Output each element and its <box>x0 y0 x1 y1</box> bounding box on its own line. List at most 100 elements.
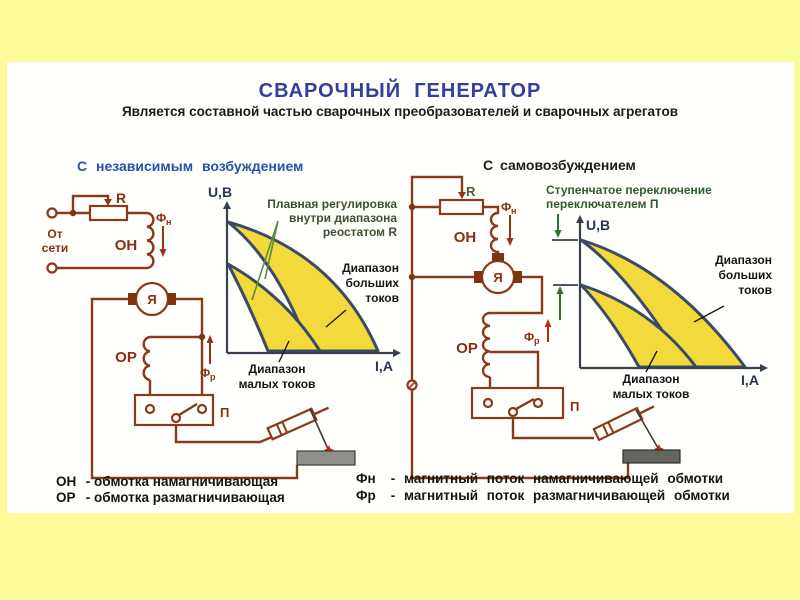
small-range-line: малых токов <box>613 387 690 401</box>
mains-label-line1: От <box>47 227 62 241</box>
demagnetizing-winding-label: ОР <box>456 340 478 357</box>
junction-dot <box>408 203 416 211</box>
slide-subtitle: Является составной частью сварочных прео… <box>121 104 679 119</box>
big-range-label: Диапазон больших токов <box>715 253 772 297</box>
legend-desc: обмотка размагничивающая <box>94 490 285 505</box>
demagnetizing-winding-label: ОР <box>115 349 137 366</box>
armature-brush <box>128 293 136 305</box>
small-current-fan <box>226 262 322 353</box>
switch-lever <box>178 402 198 417</box>
small-range-label: Диапазон малых токов <box>239 362 316 391</box>
step-arrow-up-head <box>556 286 564 294</box>
switch-terminal <box>532 397 544 409</box>
switch-label: П <box>220 405 229 420</box>
electrode-holder <box>592 405 655 442</box>
small-range-leader-line <box>645 350 658 373</box>
y-axis-label: U,B <box>208 184 232 200</box>
mains-terminal <box>46 262 58 274</box>
switch-terminal <box>196 403 208 415</box>
switch-terminal <box>144 403 156 415</box>
legend-desc: магнитный поток размагничивающей обмотки <box>404 488 730 503</box>
y-axis-arrowhead <box>223 201 231 209</box>
switching-note: Ступенчатое переключение переключателем … <box>546 183 712 211</box>
magnetizing-winding-label: ОН <box>454 229 477 246</box>
legend-dash: - <box>390 488 396 503</box>
workpiece <box>296 450 356 466</box>
armature-label: Я <box>147 292 156 307</box>
left-graph: U,B I,A Плавная регулировка внутри диапа… <box>208 184 401 391</box>
rheostat-slider-arrow <box>458 192 466 199</box>
magnetizing-winding-label: ОН <box>115 237 138 254</box>
big-range-line: токов <box>738 283 772 297</box>
big-range-label: Диапазон больших токов <box>342 261 399 305</box>
regulation-note-line: Плавная регулировка <box>267 197 397 211</box>
small-range-label: Диапазон малых токов <box>613 372 690 401</box>
mains-terminal <box>46 207 58 219</box>
rail-connector-tick <box>407 380 417 390</box>
small-range-line: Диапазон <box>623 372 680 386</box>
switching-note-line: Ступенчатое переключение <box>546 183 712 197</box>
rheostat-label: R <box>116 190 126 206</box>
legend-term: ОР <box>56 490 76 505</box>
junction-dot <box>69 209 77 217</box>
legend-dash: - <box>85 490 91 505</box>
x-axis-label: I,A <box>375 358 393 374</box>
right-circuit: R ОН Ф н Я ОР Ф р П <box>406 175 681 480</box>
switch-label: П <box>570 399 579 414</box>
regulation-note: Плавная регулировка внутри диапазона рео… <box>267 197 397 239</box>
legend-desc: магнитный поток намагничивающей обмотки <box>404 471 724 486</box>
step-tick <box>552 239 578 286</box>
rheostat <box>88 204 129 222</box>
flux-r-arrowhead <box>544 319 552 327</box>
legend-desc: обмотка намагничивающая <box>94 474 279 489</box>
electrode <box>309 408 329 450</box>
big-range-leader-line <box>325 309 347 328</box>
switch-terminal <box>482 397 494 409</box>
flux-r-label: Ф <box>200 366 210 380</box>
big-range-line: Диапазон <box>342 261 399 275</box>
legend-term: Фр <box>356 488 376 503</box>
mains-label-line2: сети <box>42 241 68 255</box>
switching-note-line: переключателем П <box>546 197 659 211</box>
armature-brush <box>492 253 504 261</box>
electrode <box>635 409 659 449</box>
junction-dot <box>198 333 206 341</box>
left-section-heading: С независимым возбуждением <box>77 158 304 174</box>
armature-brush <box>474 271 482 283</box>
flux-n-label: Ф <box>501 200 511 214</box>
rheostat-label: R <box>466 184 476 199</box>
rheostat-slider-arrow <box>104 199 112 206</box>
left-circuit: R От сети ОН Ф н Я ОР Ф р П <box>42 190 356 480</box>
x-axis-arrowhead <box>393 349 401 357</box>
x-axis-arrowhead <box>760 364 768 372</box>
regulation-leader-line <box>251 220 279 301</box>
armature-brush <box>514 271 522 283</box>
small-range-line: Диапазон <box>249 362 306 376</box>
flux-n-sub: н <box>166 217 171 227</box>
flux-r-sub: р <box>210 372 216 382</box>
legend-term: ОН <box>56 474 77 489</box>
big-range-line: больших <box>719 268 773 282</box>
legend-dash: - <box>390 471 396 486</box>
flux-n-label: Ф <box>156 211 166 225</box>
legend-row: ОН - обмотка намагничивающая <box>56 474 278 489</box>
spark <box>654 444 664 454</box>
legend-row: ОР - обмотка размагничивающая <box>56 490 285 505</box>
armature-label: Я <box>493 270 502 285</box>
regulation-note-line: реостатом R <box>323 225 398 239</box>
flux-r-label: Ф <box>524 330 534 344</box>
regulation-note-line: внутри диапазона <box>289 211 397 225</box>
legend-dash: - <box>85 474 91 489</box>
armature-brush <box>168 293 176 305</box>
legend-term: Фн <box>356 471 376 486</box>
legend-row: Фн - магнитный поток намагничивающей обм… <box>356 471 723 486</box>
big-range-line: токов <box>365 291 399 305</box>
small-range-line: малых токов <box>239 377 316 391</box>
big-range-line: Диапазон <box>715 253 772 267</box>
workpiece <box>622 449 681 464</box>
right-graph: U,B I,A Ступенчатое переключение переклю… <box>546 183 772 401</box>
junction-dot <box>408 273 416 281</box>
switch-lever <box>515 397 535 411</box>
